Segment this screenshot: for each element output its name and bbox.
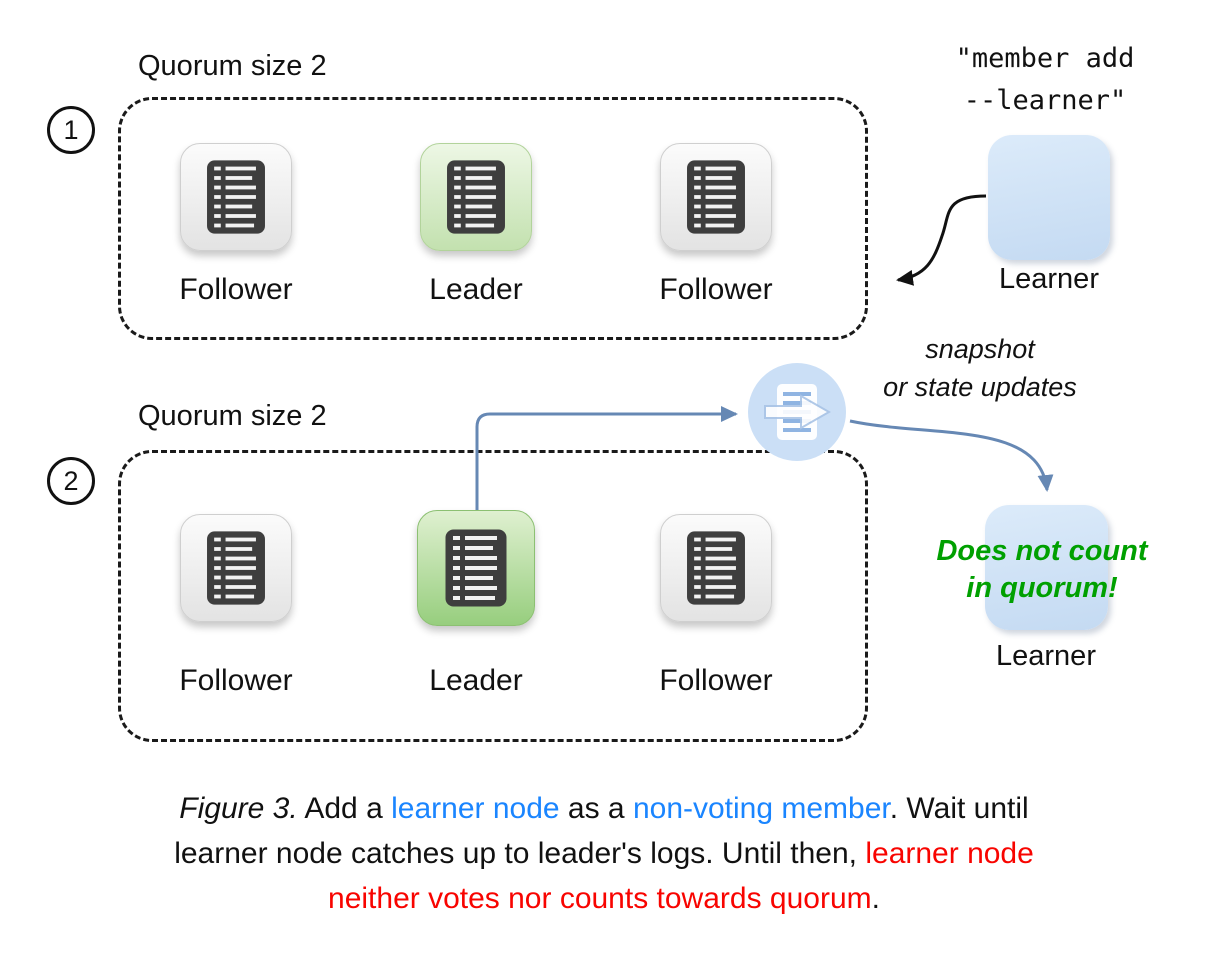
log-icon — [660, 143, 772, 251]
figure-caption: Figure 3. Add a learner node as a non-vo… — [0, 786, 1208, 921]
caption-line-3: neither votes nor counts towards quorum. — [0, 876, 1208, 921]
node-follower-left-1: Follower — [151, 143, 321, 307]
caption-warning-text: learner node — [865, 837, 1034, 870]
step-number: 2 — [63, 465, 79, 496]
quorum-note: Does not count in quorum! — [908, 533, 1176, 607]
node-label: Follower — [179, 664, 293, 697]
icon-slot — [660, 510, 772, 626]
log-icon — [180, 514, 292, 622]
caption-figure-label: Figure 3. — [179, 792, 298, 825]
snapshot-annotation: snapshot or state updates — [852, 330, 1108, 406]
snapshot-line-1: snapshot — [925, 334, 1035, 364]
node-label: Follower — [659, 273, 773, 306]
icon-slot — [180, 510, 292, 626]
quorum-label-1: Quorum size 2 — [138, 50, 327, 82]
icon-slot — [660, 143, 772, 251]
icon-slot — [180, 143, 292, 251]
node-label: Follower — [659, 664, 773, 697]
log-icon — [180, 143, 292, 251]
quorum-note-line-2: in quorum! — [966, 572, 1118, 604]
snapshot-line-2: or state updates — [883, 372, 1077, 402]
node-follower-right-2: Follower — [631, 510, 801, 698]
icon-slot — [420, 143, 532, 251]
caption-link-learner-node: learner node — [391, 792, 560, 825]
caption-text: Add a — [297, 792, 392, 825]
member-add-command: "member add --learner" — [900, 38, 1190, 122]
node-label: Follower — [179, 273, 293, 306]
command-line-2: --learner" — [963, 85, 1127, 116]
caption-text: learner node catches up to leader's logs… — [174, 837, 866, 870]
caption-line-1: Figure 3. Add a learner node as a non-vo… — [0, 786, 1208, 831]
quorum-label-2: Quorum size 2 — [138, 400, 327, 432]
node-label: Leader — [429, 273, 523, 306]
node-follower-right-1: Follower — [631, 143, 801, 307]
log-icon — [420, 143, 532, 251]
command-line-1: "member add — [955, 43, 1135, 74]
snapshot-transfer-icon — [748, 363, 846, 461]
caption-link-non-voting-member: non-voting member — [632, 792, 890, 825]
cluster-box-1 — [118, 97, 868, 340]
node-leader-2: Leader — [391, 510, 561, 698]
caption-text: . — [871, 882, 880, 915]
node-follower-left-2: Follower — [151, 510, 321, 698]
log-icon — [660, 514, 772, 622]
caption-text: as a — [559, 792, 633, 825]
caption-text: . Wait until — [889, 792, 1029, 825]
caption-line-2: learner node catches up to leader's logs… — [0, 831, 1208, 876]
step-badge-1: 1 — [47, 106, 95, 154]
log-icon — [417, 510, 535, 626]
caption-warning-text: neither votes nor counts towards quorum — [328, 882, 872, 915]
learner-node-1 — [988, 135, 1110, 260]
quorum-note-line-1: Does not count — [936, 535, 1148, 567]
arrow-snapshot-to-learner — [849, 419, 1054, 492]
learner-label-2: Learner — [996, 640, 1096, 672]
step-number: 1 — [63, 114, 79, 145]
icon-slot — [417, 510, 535, 626]
step-badge-2: 2 — [47, 457, 95, 505]
node-label: Leader — [429, 664, 523, 697]
learner-node-2 — [985, 505, 1108, 630]
node-leader-1: Leader — [391, 143, 561, 307]
learner-label-1: Learner — [999, 263, 1099, 295]
